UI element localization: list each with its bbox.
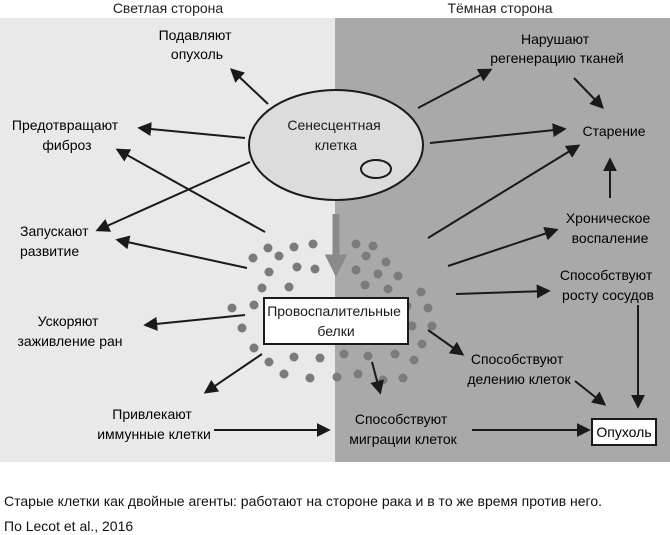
protein-dot	[390, 349, 400, 359]
protein-dot	[237, 323, 247, 333]
proteins-label-line1: Провоспалительные	[267, 303, 401, 319]
protein-dot	[416, 287, 426, 297]
protein-dot	[249, 343, 259, 353]
label-disrupt-regeneration: Нарушают регенерацию тканей	[490, 31, 623, 66]
protein-dot	[248, 253, 258, 263]
arrow-disrupt-to-aging	[573, 77, 604, 110]
caption-line-2: По Lecot et al., 2016	[4, 518, 134, 534]
label-accelerate-healing: Ускоряют заживление ран	[18, 313, 123, 349]
arrow-to-healing	[143, 314, 246, 331]
protein-dot	[393, 271, 403, 281]
label-prevent-fibrosis: Предотвращают фиброз	[12, 117, 122, 153]
tumor-label: Опухоль	[596, 424, 651, 440]
light-side-background	[0, 18, 335, 462]
arrow-to-suppress-tumor	[229, 68, 269, 105]
dark-side-header: Тёмная сторона	[447, 0, 552, 16]
label-suppress-tumor: Подавляют опухоль	[159, 27, 236, 62]
protein-dot	[339, 349, 349, 359]
protein-dot	[257, 283, 267, 293]
arrow-dots-to-develop	[115, 235, 248, 269]
protein-dot	[264, 267, 274, 277]
arrow-to-prevent-fibrosis	[137, 122, 246, 139]
protein-dots	[227, 239, 437, 385]
arrow-division-to-tumor	[574, 380, 607, 406]
protein-dot	[289, 242, 299, 252]
label-promote-vessels: Способствуют росту сосудов	[560, 267, 656, 303]
protein-dot	[417, 339, 427, 349]
protein-dot	[363, 351, 373, 361]
light-side-header: Светлая сторона	[113, 0, 224, 16]
proteins-label: Провоспалительные белки	[267, 303, 405, 339]
senescent-cell-label-line2: клетка	[315, 137, 358, 153]
protein-dot	[353, 369, 363, 379]
protein-dot	[292, 262, 302, 272]
protein-dot	[315, 353, 325, 363]
protein-dot	[383, 284, 393, 294]
protein-dot	[407, 321, 417, 331]
protein-dot	[351, 265, 361, 275]
caption-line-1: Старые клетки как двойные агенты: работа…	[4, 493, 603, 509]
protein-dot	[289, 352, 299, 362]
proinflammatory-proteins-box	[263, 297, 409, 345]
protein-dot	[423, 303, 433, 313]
protein-dot	[284, 282, 294, 292]
protein-dot	[227, 303, 237, 313]
arrow-dots-to-migration	[370, 361, 384, 395]
protein-dot	[409, 355, 419, 365]
arrow-to-attract	[203, 353, 263, 394]
arrow-to-disrupt	[417, 68, 493, 109]
cell-nucleus	[360, 159, 392, 179]
protein-dot	[310, 264, 320, 274]
protein-dot	[274, 251, 284, 261]
label-chronic-inflammation: Хроническое воспаление	[566, 210, 654, 246]
protein-dot	[378, 375, 388, 385]
senescent-cell-label: Сенесцентная клетка	[287, 117, 384, 153]
label-promote-migration: Способствуют миграции клеток	[349, 411, 457, 447]
dark-side-background	[335, 18, 670, 462]
label-aging: Старение	[582, 123, 645, 139]
protein-dot	[381, 257, 391, 267]
arrow-cell-to-aging	[429, 123, 567, 144]
protein-dot	[360, 280, 370, 290]
arrow-cell-to-aging-lower	[427, 144, 581, 239]
label-trigger-development: Запускают развитие	[20, 223, 92, 259]
arrow-dots-to-inflammation	[447, 226, 559, 267]
protein-dot	[332, 372, 342, 382]
protein-dot	[279, 369, 289, 379]
protein-dot	[351, 239, 361, 249]
arrow-dots-to-fibrosis	[115, 148, 266, 233]
protein-dot	[264, 357, 274, 367]
protein-dot	[361, 251, 371, 261]
protein-dot	[305, 373, 315, 383]
protein-dot	[398, 373, 408, 383]
tumor-box	[591, 418, 657, 446]
label-promote-division: Способствуют делению клеток	[467, 351, 571, 387]
protein-dot	[373, 269, 383, 279]
protein-dot	[249, 300, 259, 310]
protein-dot	[263, 243, 273, 253]
protein-dot	[427, 321, 437, 331]
protein-dot	[308, 239, 318, 249]
arrow-dots-to-vessels	[455, 284, 551, 299]
senescent-cell	[248, 89, 424, 201]
arrow-cell-to-develop	[95, 161, 251, 232]
label-attract-immune: Привлекают иммунные клетки	[97, 406, 211, 442]
proteins-label-line2: белки	[317, 323, 354, 339]
senescent-cell-label-line1: Сенесцентная	[287, 117, 380, 133]
protein-dot	[368, 241, 378, 251]
arrow-to-division	[427, 329, 465, 356]
